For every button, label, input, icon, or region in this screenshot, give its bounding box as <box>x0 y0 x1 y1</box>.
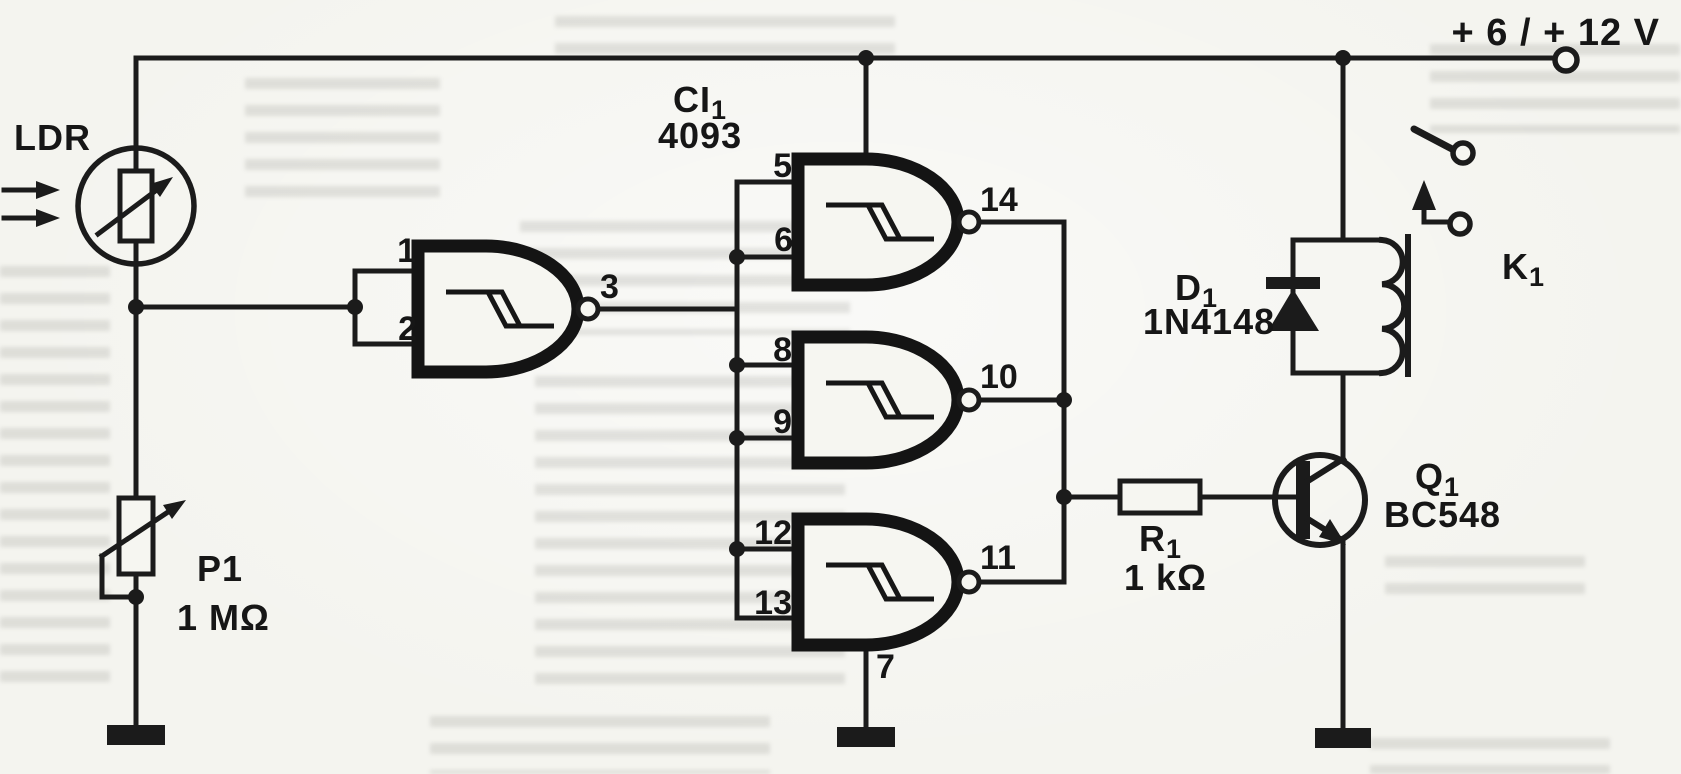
d1-diode <box>1266 277 1320 331</box>
ic-ref-label: CI1 <box>673 79 727 125</box>
p1-potentiometer <box>98 495 186 600</box>
pin-label-1: 1 <box>397 232 416 270</box>
print-bleed-artifact <box>0 250 110 690</box>
pin-label-6: 6 <box>774 221 793 259</box>
ldr-symbol <box>75 145 197 267</box>
output-bus-wire <box>976 219 1123 585</box>
d1-part-label: 1N4148 <box>1143 301 1275 342</box>
pin-label-12: 12 <box>754 514 792 552</box>
pin-label-8: 8 <box>773 331 792 369</box>
q1-transistor <box>1272 452 1368 548</box>
ic-part-label: 4093 <box>658 115 742 156</box>
light-arrow-icon <box>1 181 60 227</box>
ground-symbol <box>107 725 1371 748</box>
pin-label-5: 5 <box>773 147 792 185</box>
pin-label-11: 11 <box>980 539 1016 577</box>
print-bleed-artifact <box>1385 540 1585 600</box>
k1-switch-contact <box>1410 125 1476 237</box>
k1-relay-coil <box>1290 234 1411 377</box>
k1-ref-label: K1 <box>1502 246 1545 292</box>
ldr-label: LDR <box>14 117 91 158</box>
nand-gate-4 <box>798 519 958 645</box>
pin-label-3: 3 <box>600 268 619 306</box>
gate1-input-wire <box>133 268 423 347</box>
print-bleed-artifact <box>1370 722 1610 774</box>
nand-gate-2 <box>798 159 958 285</box>
q1-ref-label: Q1 <box>1415 456 1460 502</box>
pin-label-2: 2 <box>398 310 417 348</box>
d1-ref-label: D1 <box>1175 267 1218 313</box>
p1-value-label: 1 MΩ <box>177 597 270 638</box>
pin-label-10: 10 <box>980 358 1018 396</box>
nand-gate-3 <box>798 337 958 463</box>
q1-part-label: BC548 <box>1384 494 1501 535</box>
pin-label-13: 13 <box>754 584 792 622</box>
print-bleed-artifact <box>245 62 440 212</box>
pin-label-14: 14 <box>980 181 1018 219</box>
supply-terminal <box>1552 46 1580 74</box>
r1-ref-label: R1 <box>1139 518 1182 564</box>
print-bleed-artifact <box>430 700 770 774</box>
supply-voltage-label: + 6 / + 12 V <box>1452 12 1660 54</box>
inverter-bubbles <box>575 209 982 595</box>
pin-label-9: 9 <box>773 403 792 441</box>
print-bleed-artifact <box>1430 28 1680 133</box>
r1-value-label: 1 kΩ <box>1124 557 1207 598</box>
print-bleed-artifact <box>555 0 895 66</box>
r1-resistor <box>1117 478 1203 516</box>
p1-ref-label: P1 <box>197 548 243 589</box>
junction-dots <box>128 50 1351 605</box>
nand-gate-1 <box>418 246 578 372</box>
pin-label-7: 7 <box>876 648 895 686</box>
